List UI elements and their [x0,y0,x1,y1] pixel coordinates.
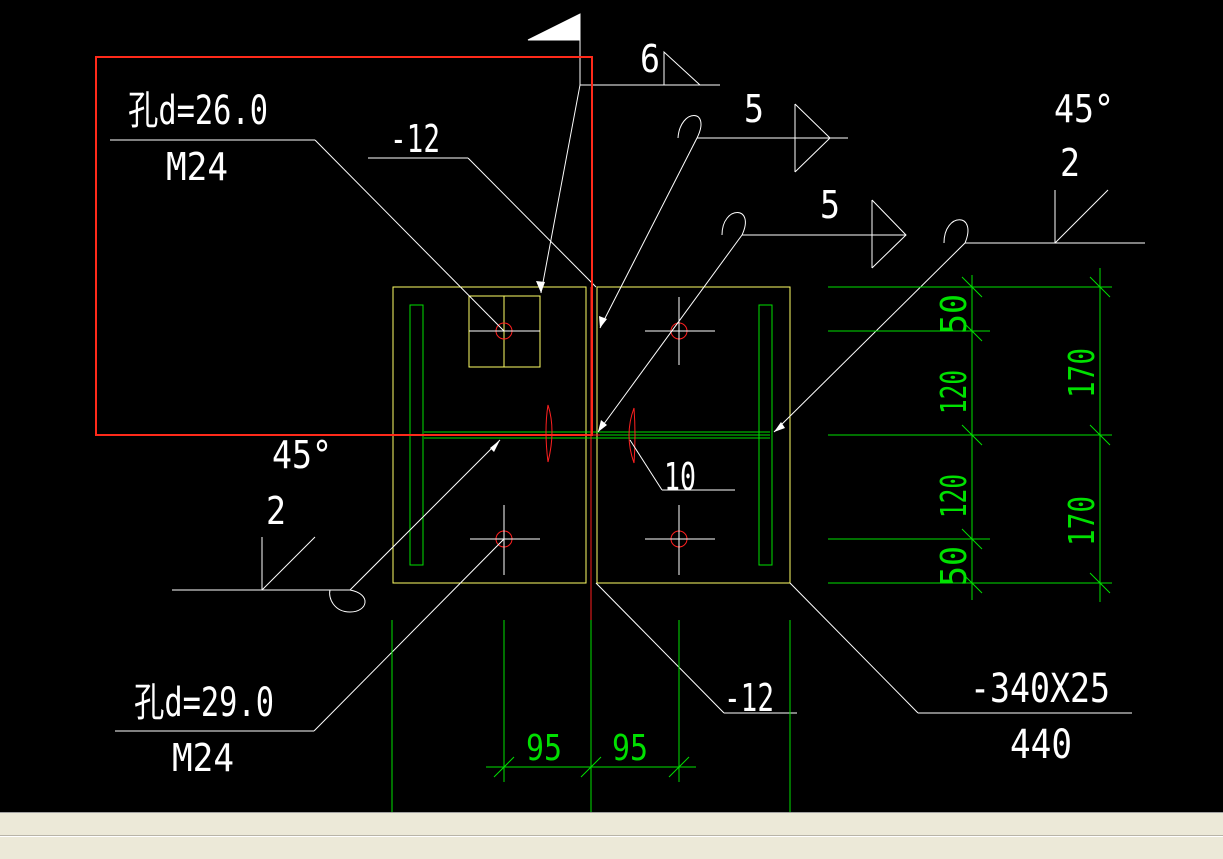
status-bar-divider-highlight [0,836,1223,837]
dim-vertical-50-top[interactable]: 50 [934,294,975,334]
plate-thickness-bottom-label[interactable]: -12 [724,676,774,720]
bolt-bottom-label[interactable]: M24 [172,736,234,780]
hole-top-label[interactable]: 孔d=26.0 [128,88,268,134]
weld-size-6-label[interactable]: 6 [640,37,660,81]
dim-vertical-120-top[interactable]: 120 [934,370,975,414]
hole-bottom-label[interactable]: 孔d=29.0 [134,680,274,726]
cad-drawing-canvas[interactable]: 孔d=26.0 M24 -12 6 5 5 45° 2 45° 2 10 孔d=… [0,0,1223,812]
dim-vertical-170-bottom[interactable]: 170 [1062,496,1103,546]
angle-left-depth-label[interactable]: 2 [266,489,286,533]
leader-arrowheads [490,281,785,452]
bolt-top-label[interactable]: M24 [166,145,228,189]
angle-right-label[interactable]: 45° [1054,87,1114,131]
angle-left-label[interactable]: 45° [272,433,332,477]
selection-rectangle[interactable] [95,56,593,436]
weld-size-5b-label[interactable]: 5 [820,183,840,227]
leader-lines [110,13,1145,732]
dim-vertical-120-bottom[interactable]: 120 [934,474,975,518]
dim-vertical-50-bottom[interactable]: 50 [934,546,975,586]
dim-horizontal-95-right[interactable]: 95 [612,728,648,769]
bolt-holes[interactable] [424,287,688,620]
angle-right-depth-label[interactable]: 2 [1060,141,1080,185]
dimension-lines [391,268,1112,812]
weld-size-5a-label[interactable]: 5 [744,87,764,131]
plate-thickness-top-label[interactable]: -12 [390,117,440,161]
end-plate-size-label[interactable]: -340X25 [970,666,1110,712]
dim-horizontal-95-left[interactable]: 95 [526,728,562,769]
bolt-crosshairs [469,297,715,575]
end-plate-length-label[interactable]: 440 [1010,722,1072,768]
status-bar [0,812,1223,859]
dim-vertical-170-top[interactable]: 170 [1062,348,1103,398]
weld-size-10-label[interactable]: 10 [664,455,696,499]
status-bar-divider [0,835,1223,836]
